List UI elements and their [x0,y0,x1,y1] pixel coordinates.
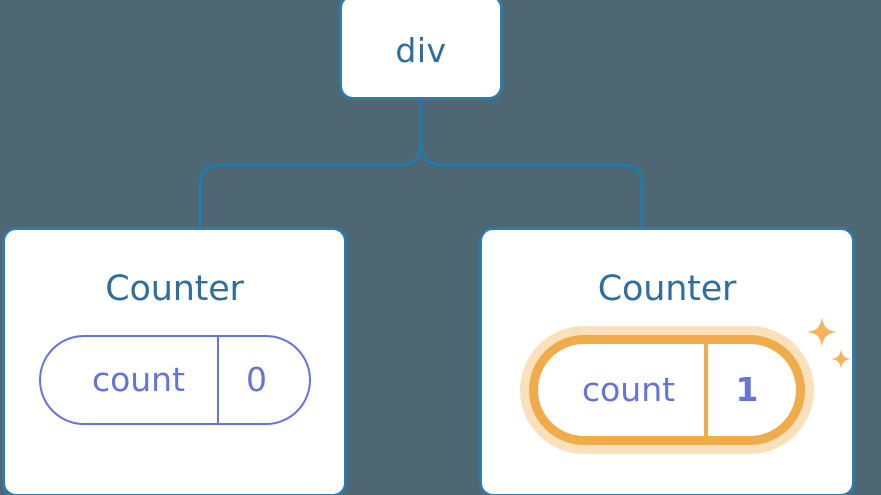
update-sparkles [805,316,863,387]
connector-to-right-child [419,138,644,232]
state-pill-right[interactable]: count 1 [528,316,852,445]
node-counter-left-title: Counter [105,269,244,309]
node-counter-left[interactable]: Counter count 0 [2,227,347,495]
connector-to-left-child [198,138,423,232]
state-key-right: count [581,370,676,409]
state-pill-left-body: count 0 [38,334,311,425]
state-pill-right-body: count 1 [528,334,806,445]
state-value-right: 1 [703,343,797,436]
node-counter-right-title: Counter [597,269,737,309]
state-pill-left[interactable]: count 0 [38,334,311,425]
node-div[interactable]: div [339,0,503,100]
sparkle-small-icon [831,348,852,369]
state-key-left: count [91,360,186,399]
node-counter-right[interactable]: Counter count 1 [479,227,855,495]
node-div-label: div [395,30,447,70]
state-value-left: 0 [216,336,309,423]
sparkle-large-icon [807,316,838,347]
